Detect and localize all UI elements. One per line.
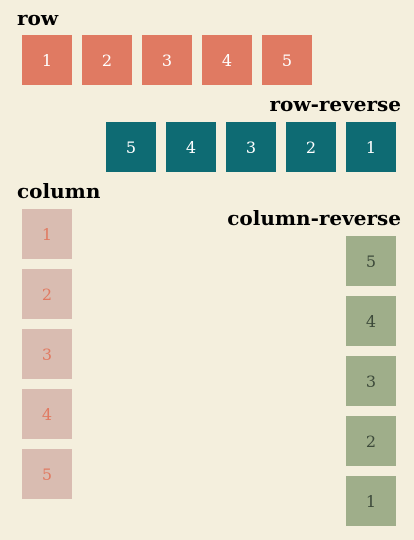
- row-reverse-item-2: 2: [286, 122, 336, 172]
- column-reverse-item-2: 2: [346, 416, 396, 466]
- row-reverse-heading: row-reverse: [269, 92, 401, 116]
- column-item-2: 2: [22, 269, 72, 319]
- row-reverse-item-4: 4: [166, 122, 216, 172]
- column-reverse-heading: column-reverse: [227, 206, 401, 230]
- row-reverse-item-5: 5: [106, 122, 156, 172]
- row-reverse-item-3: 3: [226, 122, 276, 172]
- column-item-3: 3: [22, 329, 72, 379]
- column-reverse-item-4: 4: [346, 296, 396, 346]
- column-item-4: 4: [22, 389, 72, 439]
- row-item-3: 3: [142, 35, 192, 85]
- column-reverse-item-5: 5: [346, 236, 396, 286]
- row-heading: row: [17, 6, 59, 30]
- column-reverse-item-1: 1: [346, 476, 396, 526]
- row-item-4: 4: [202, 35, 252, 85]
- row-reverse-item-1: 1: [346, 122, 396, 172]
- column-item-5: 5: [22, 449, 72, 499]
- row-item-5: 5: [262, 35, 312, 85]
- row-item-1: 1: [22, 35, 72, 85]
- column-item-1: 1: [22, 209, 72, 259]
- column-heading: column: [17, 179, 101, 203]
- row-item-2: 2: [82, 35, 132, 85]
- column-reverse-item-3: 3: [346, 356, 396, 406]
